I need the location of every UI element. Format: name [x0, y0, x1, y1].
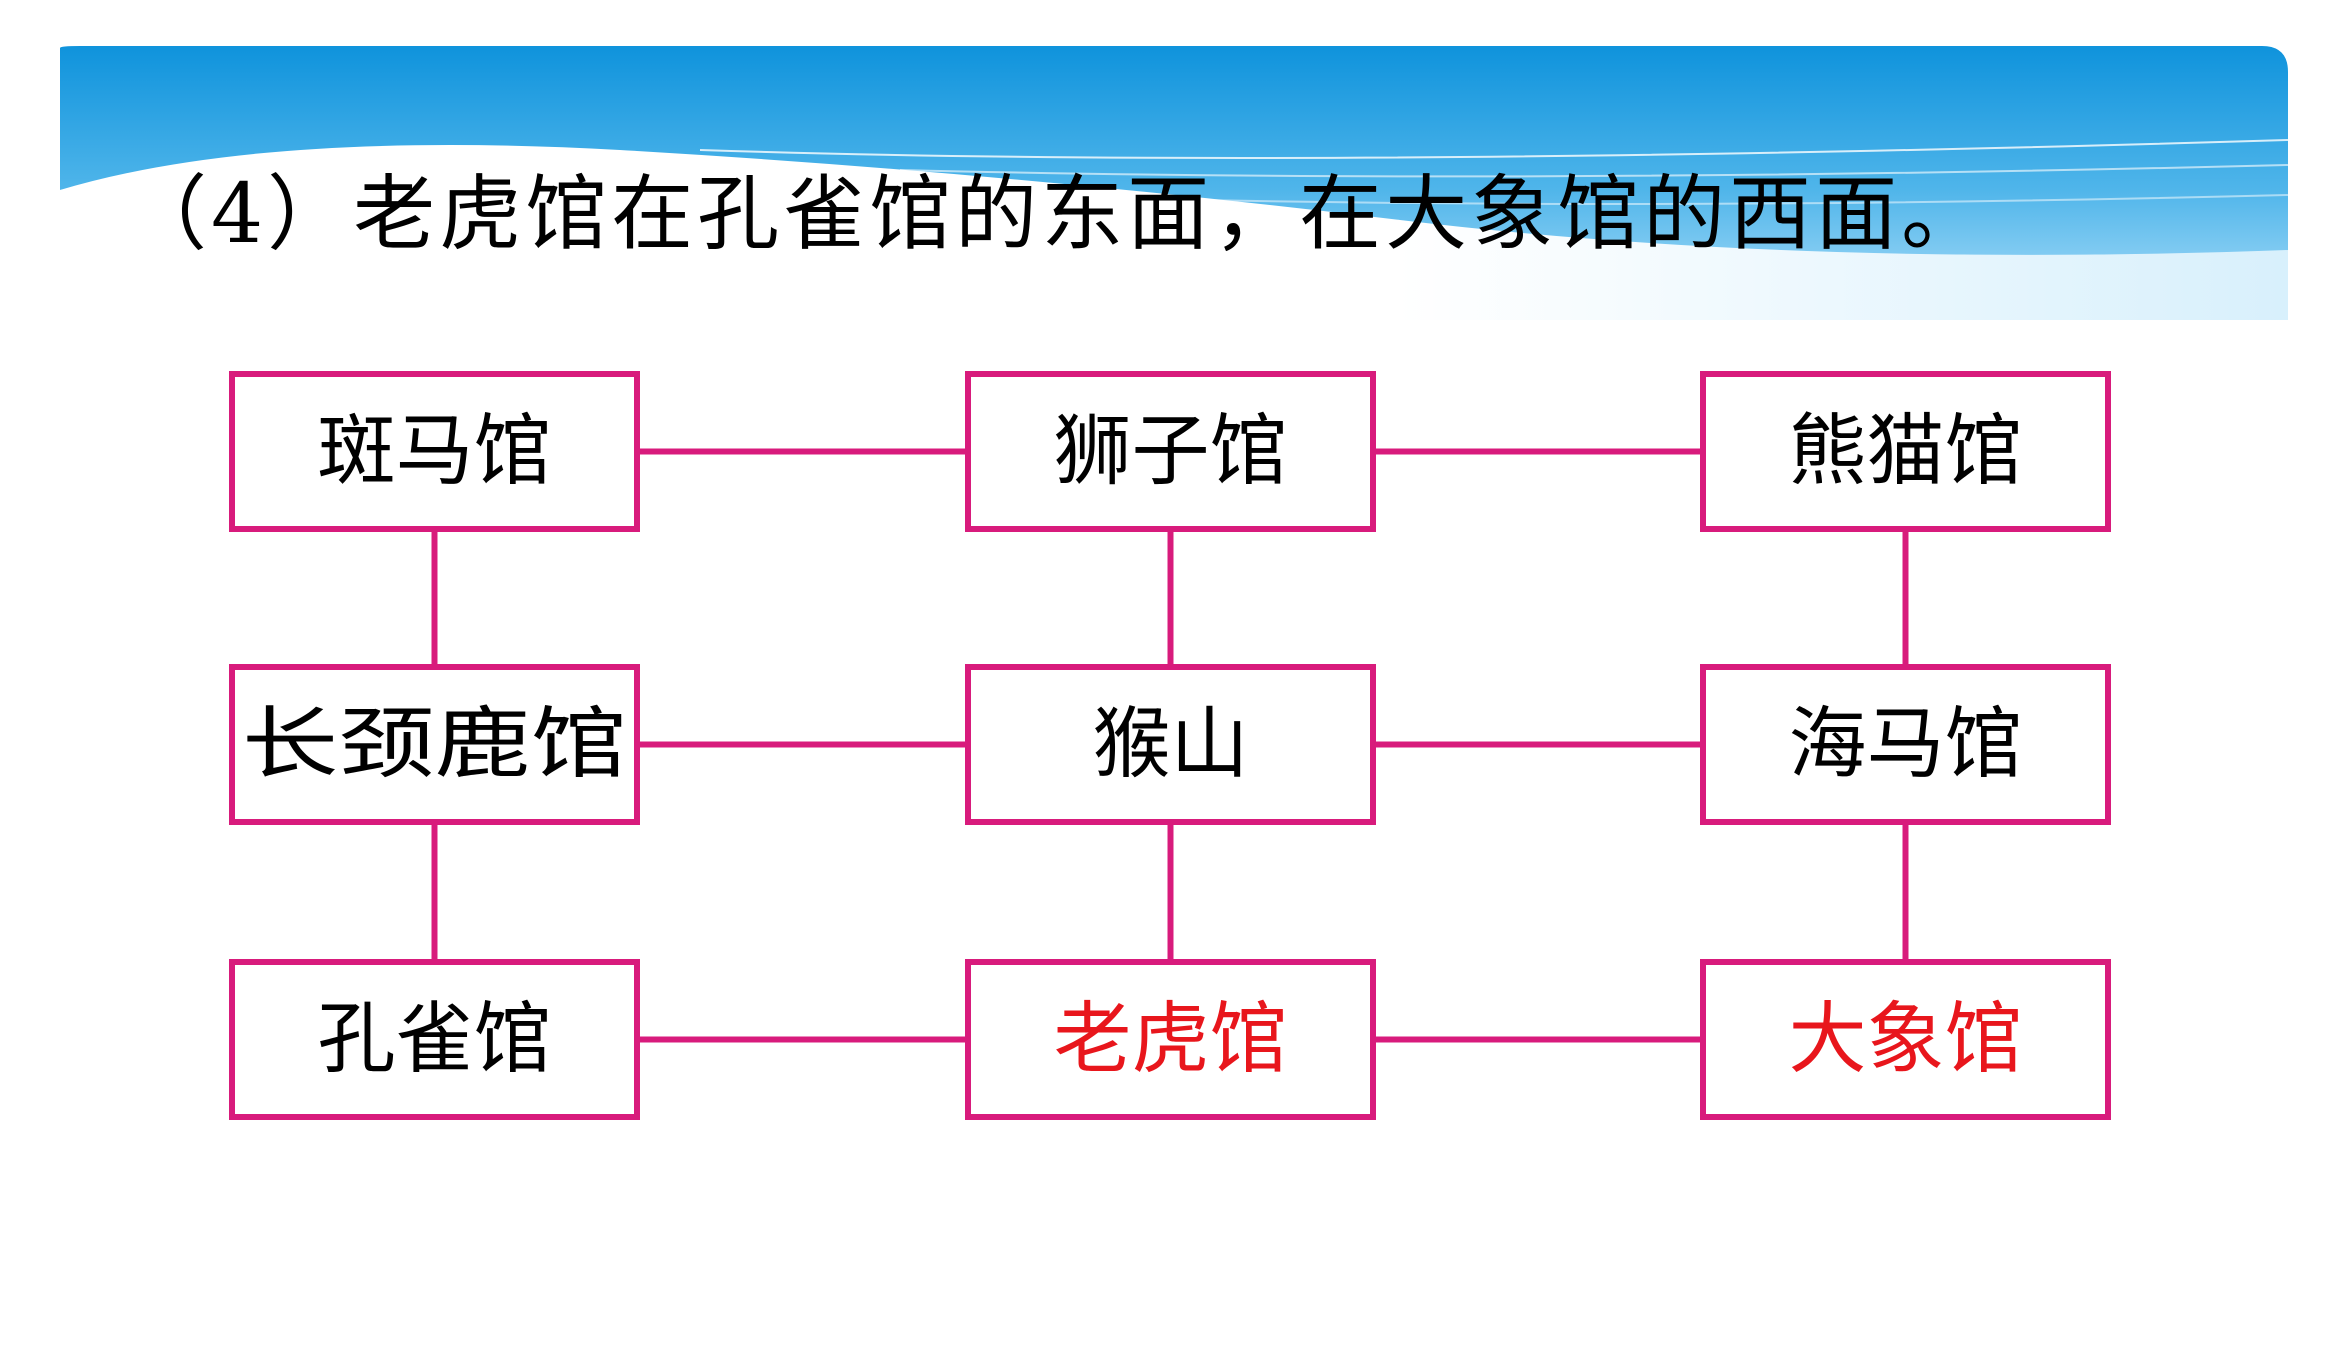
- node-label-lion: 狮子馆: [1053, 407, 1287, 497]
- node-label-panda: 熊猫馆: [1788, 407, 2022, 497]
- node-lion: 狮子馆: [965, 371, 1376, 532]
- node-box-tiger: [965, 959, 1376, 1120]
- node-label-giraffe: 长颈鹿馆: [242, 700, 627, 790]
- node-label-seahorse: 海马馆: [1788, 700, 2022, 790]
- node-label-zebra: 斑马馆: [317, 407, 551, 497]
- node-label-tiger: 老虎馆: [1053, 995, 1287, 1085]
- node-box-peacock: [229, 959, 640, 1120]
- node-tiger: 老虎馆: [965, 959, 1376, 1120]
- node-box-elephant: [1700, 959, 2111, 1120]
- node-giraffe: 长颈鹿馆: [229, 664, 640, 825]
- node-label-monkey: 猴山: [1092, 700, 1248, 790]
- node-box-lion: [965, 371, 1376, 532]
- node-elephant: 大象馆: [1700, 959, 2111, 1120]
- node-box-giraffe: [229, 664, 640, 825]
- node-label-peacock: 孔雀馆: [317, 995, 551, 1085]
- node-zebra: 斑马馆: [229, 371, 640, 532]
- problem-statement: （4）老虎馆在孔雀馆的东面，在大象馆的西面。: [125, 167, 1988, 262]
- node-box-monkey: [965, 664, 1376, 825]
- node-peacock: 孔雀馆: [229, 959, 640, 1120]
- node-box-zebra: [229, 371, 640, 532]
- node-panda: 熊猫馆: [1700, 371, 2111, 532]
- node-box-seahorse: [1700, 664, 2111, 825]
- node-monkey: 猴山: [965, 664, 1376, 825]
- node-seahorse: 海马馆: [1700, 664, 2111, 825]
- connector-lines: [431, 448, 1909, 1043]
- header-banner: [60, 46, 2289, 320]
- node-box-panda: [1700, 371, 2111, 532]
- node-label-elephant: 大象馆: [1788, 995, 2022, 1085]
